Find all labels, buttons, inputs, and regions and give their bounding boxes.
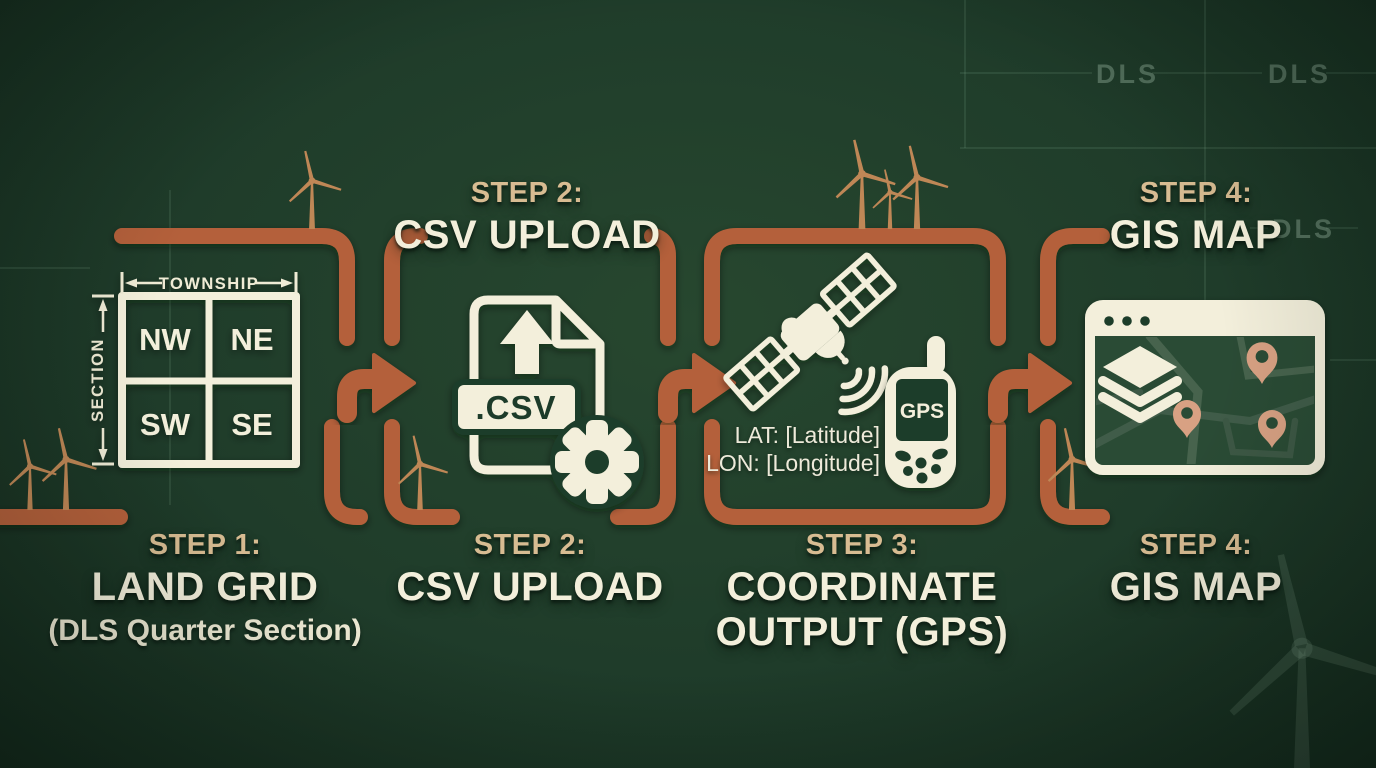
step1-subtitle: (DLS Quarter Section) [48, 614, 362, 647]
dls-watermark-text: DLS [1096, 59, 1159, 89]
gps-screen-label: GPS [900, 400, 944, 423]
arrow-step1-to-step2 [337, 353, 416, 423]
quadrant-ne-label: NE [230, 322, 273, 357]
satellite-icon [723, 252, 897, 416]
step3-label: STEP 3: COORDINATE OUTPUT (GPS) [716, 529, 1009, 655]
step3-title-line1: COORDINATE [726, 565, 998, 609]
gps-device-icon: GPS [885, 336, 956, 488]
window-titlebar [1090, 305, 1320, 336]
step2-kicker: STEP 2: [473, 529, 587, 561]
background-survey-grid [0, 0, 1376, 505]
window-dots [1104, 316, 1150, 326]
layers-icon [1098, 346, 1182, 423]
step2-top-kicker: STEP 2: [470, 177, 584, 209]
step4-label: STEP 4: GIS MAP [1110, 529, 1282, 610]
step4-top-header: STEP 4: GIS MAP [1110, 177, 1282, 258]
satellite-nose-dish [781, 317, 798, 333]
dls-watermark-text: DLS [1272, 214, 1335, 244]
dls-watermark-text: DLS [1268, 59, 1331, 89]
lat-line: LAT: [Latitude] [734, 422, 880, 448]
map-pin-icon [1258, 410, 1286, 448]
step4-top-title: GIS MAP [1109, 213, 1283, 257]
land-grid-icon: NW NE SW SE TOWNSHIP SECTION [89, 272, 300, 468]
gear-icon [550, 415, 644, 509]
step1-kicker: STEP 1: [148, 529, 262, 561]
step2-label: STEP 2: CSV UPLOAD [396, 529, 663, 610]
signal-waves-icon [838, 365, 889, 416]
gps-screen [896, 379, 948, 441]
step4-kicker: STEP 4: [1139, 529, 1253, 561]
quadrant-se-label: SE [231, 407, 272, 442]
upload-arrow-icon [500, 310, 554, 374]
arrow-step2-to-step3 [658, 353, 736, 423]
quadrant-nw-label: NW [139, 322, 191, 357]
quadrant-sw-label: SW [140, 407, 191, 442]
step2-top-title: CSV UPLOAD [393, 213, 661, 257]
flow-arrows [337, 353, 1072, 423]
dls-watermarks: DLS DLS DLS [1096, 59, 1335, 244]
coordinate-output-text: LAT: [Latitude] LON: [Longitude] [706, 421, 880, 477]
gis-map-window-icon [1085, 300, 1325, 475]
gps-antenna [927, 336, 945, 374]
step1-title: LAND GRID [91, 565, 319, 609]
step2-title: CSV UPLOAD [396, 565, 664, 609]
step4-top-kicker: STEP 4: [1139, 177, 1253, 209]
section-dimension [92, 294, 114, 466]
csv-badge-label: .CSV [475, 389, 556, 426]
gps-buttons [895, 448, 948, 484]
map-pin-icon [1173, 400, 1201, 438]
step3-kicker: STEP 3: [805, 529, 919, 561]
step1-label: STEP 1: LAND GRID (DLS Quarter Section) [48, 529, 361, 648]
csv-badge [452, 379, 581, 435]
arrow-step3-to-step4 [988, 353, 1072, 423]
map-pins [1173, 342, 1286, 448]
township-dimension [120, 272, 298, 294]
section-label: SECTION [89, 338, 107, 422]
township-label: TOWNSHIP [159, 275, 260, 293]
csv-upload-icon: .CSV [452, 295, 644, 509]
step4-title: GIS MAP [1109, 565, 1283, 609]
step2-top-header: STEP 2: CSV UPLOAD [393, 177, 660, 258]
lon-line: LON: [Longitude] [706, 450, 880, 476]
satellite-dish [815, 330, 845, 358]
map-pin-icon [1246, 342, 1278, 384]
step3-title-line2: OUTPUT (GPS) [715, 610, 1009, 654]
flow-pipes [0, 228, 1110, 525]
